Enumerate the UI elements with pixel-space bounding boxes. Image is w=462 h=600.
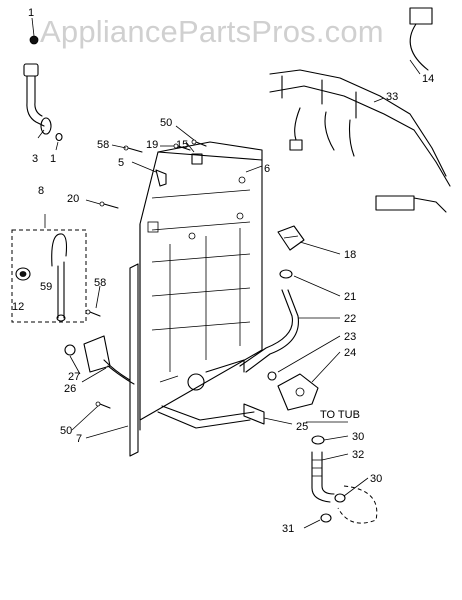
part-24-pump [277, 373, 319, 411]
part-58-screw-mid [85, 309, 101, 317]
callout-31: 31 [282, 523, 294, 535]
part-33-wiring-harness [269, 7, 451, 213]
callout-24: 24 [344, 347, 356, 359]
back-panel [139, 141, 263, 431]
part-5-screw [155, 169, 167, 187]
callout-8: 8 [38, 185, 44, 197]
part-30-clamp-bottom [334, 485, 378, 524]
callout-23: 23 [344, 331, 356, 343]
callout-32: 32 [352, 449, 364, 461]
callout-21: 21 [344, 291, 356, 303]
callout-6: 6 [264, 163, 270, 175]
part-22-hose [239, 289, 299, 373]
callout-33: 33 [386, 91, 398, 103]
watermark: AppliancePartsPros.com [40, 14, 384, 49]
callout-50-top: 50 [160, 117, 172, 129]
part-1-cap [29, 35, 39, 45]
callout-26: 26 [64, 383, 76, 395]
callout-59: 59 [40, 281, 52, 293]
callout-20: 20 [67, 193, 79, 205]
callout-14: 14 [422, 73, 434, 85]
part-20-screw [99, 201, 119, 209]
part-15-bracket [191, 153, 203, 165]
leader-lines [31, 17, 421, 529]
part-26-pump-bracket [83, 335, 135, 385]
callout-5: 5 [118, 157, 124, 169]
callout-3: 3 [32, 153, 38, 165]
callout-30-bottom: 30 [370, 473, 382, 485]
part-58-screw-top [123, 145, 143, 153]
part-3-hose-fitting [23, 63, 52, 135]
part-18-water-valve [277, 225, 305, 251]
callout-58-mid: 58 [94, 277, 106, 289]
callout-labels: 1 3 1 58 5 19 15 50 6 20 8 12 59 58 14 3… [12, 7, 434, 535]
callout-30-top: 30 [352, 431, 364, 443]
callout-50-bottom: 50 [60, 425, 72, 437]
part-23-clamp [267, 371, 277, 381]
part-1-washer [55, 132, 63, 142]
callout-19: 19 [146, 139, 158, 151]
callout-12: 12 [12, 301, 24, 313]
part-25-filter [243, 403, 265, 425]
part-50-screw-bottom [95, 401, 111, 409]
annotation-to-tub: TO TUB [320, 409, 360, 421]
part-27-clamp [64, 344, 76, 356]
callout-15: 15 [176, 139, 188, 151]
part-7-side-rail [129, 263, 139, 457]
callout-22: 22 [344, 313, 356, 325]
part-8-hose-kit [11, 229, 87, 323]
part-drain-hose-lower [157, 405, 255, 429]
part-31-clamp [320, 513, 332, 523]
part-32-drain-hose [311, 435, 335, 503]
callout-25: 25 [296, 421, 308, 433]
callout-18: 18 [344, 249, 356, 261]
callout-7: 7 [76, 433, 82, 445]
callout-1-washer: 1 [50, 153, 56, 165]
callout-27: 27 [68, 371, 80, 383]
callout-58-top: 58 [97, 139, 109, 151]
callout-1: 1 [28, 7, 34, 19]
part-21-clamp [279, 269, 293, 279]
